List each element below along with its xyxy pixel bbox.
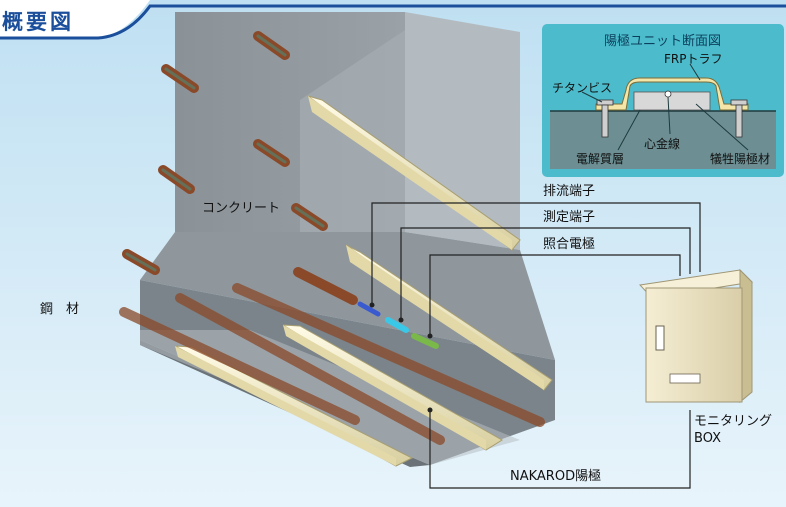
reference-electrode-label: 照合電極 [543, 237, 596, 252]
wire-node [427, 407, 433, 413]
anode-unit-cross-section [542, 24, 784, 177]
monitoring-box [638, 268, 754, 404]
anode-trough-haunch [345, 244, 553, 391]
anode-label: NAKAROD陽極 [510, 469, 602, 484]
steel-rebars [119, 31, 545, 445]
anode-trough-beam-2 [174, 345, 414, 467]
wire-node [427, 333, 433, 339]
steel-label: 鋼 材 [40, 302, 80, 317]
monitoring-box-label-2: BOX [694, 431, 721, 446]
frp-trough-label: FRPトラフ [664, 52, 723, 66]
measure-terminal-label: 測定端子 [543, 210, 596, 225]
title-band [0, 0, 150, 38]
titanium-screw-label: チタンビス [552, 81, 613, 95]
monitoring-box-label: モニタリング [694, 414, 773, 429]
core-wire-label: 心金線 [644, 137, 681, 151]
concrete-label: コンクリート [202, 201, 281, 216]
title-underline [0, 4, 786, 40]
wire-node [369, 302, 375, 308]
drain-terminal-marker [357, 301, 381, 317]
wire-node [398, 317, 404, 323]
inset-title: 陽極ユニット断面図 [604, 34, 722, 49]
anode-trough-beam-1 [282, 324, 503, 451]
measure-terminal-marker [385, 317, 409, 333]
anode-trough-pillar [307, 95, 521, 251]
connection-wires [371, 202, 701, 489]
sacrificial-anode-label: 犠牲陽極材 [710, 152, 771, 166]
drain-terminal-label: 排流端子 [543, 184, 596, 199]
electrolyte-layer-label: 電解質層 [576, 152, 625, 166]
reference-electrode-marker [411, 333, 439, 349]
page-title: 概要図 [2, 10, 74, 34]
